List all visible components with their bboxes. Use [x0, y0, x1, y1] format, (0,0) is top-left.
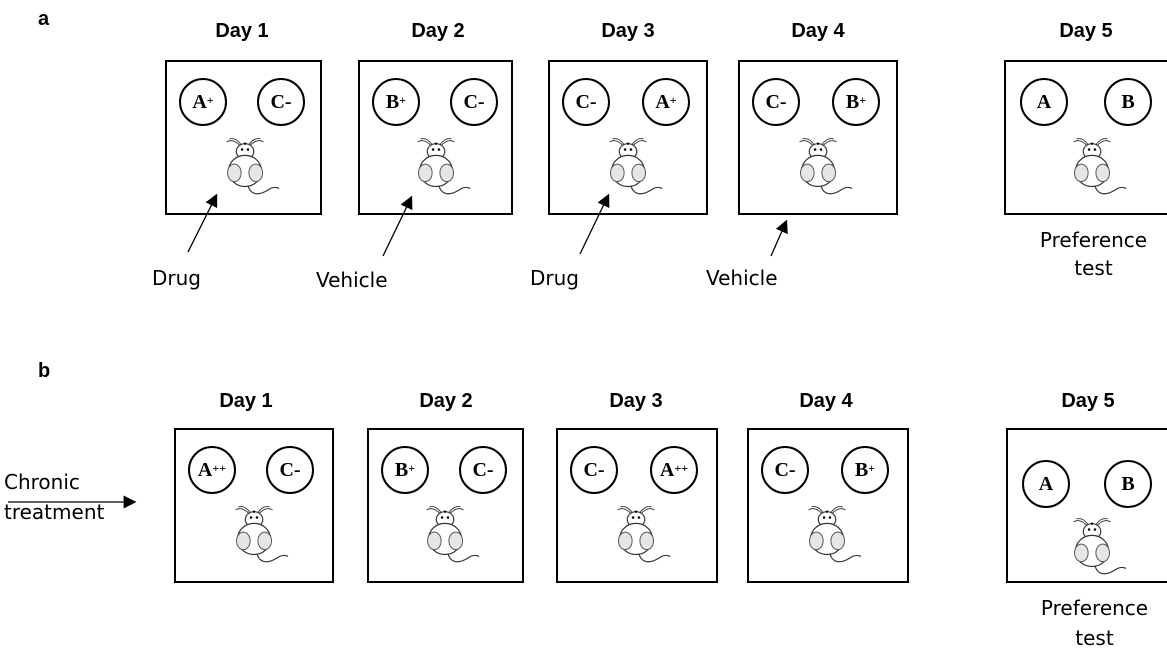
bead-right: B+ [832, 78, 880, 126]
caption-drug-day3: Drug [530, 266, 579, 290]
panel-a-day4-arena: C- B+ [738, 60, 898, 215]
caption-line1: Preference [1040, 596, 1149, 620]
bead-right: C- [459, 446, 507, 494]
bead-left: B+ [381, 446, 429, 494]
panel-b-day3-arena: C- A++ [556, 428, 718, 583]
bead-right: B+ [841, 446, 889, 494]
bead-right: C- [450, 78, 498, 126]
bead-left: A+ [179, 78, 227, 126]
panel-a-day1-arena: A+ C- [165, 60, 322, 215]
bead-left: C- [570, 446, 618, 494]
bead-right: A+ [642, 78, 690, 126]
mouse-icon [234, 505, 289, 563]
bead-left: B+ [372, 78, 420, 126]
panel-a-day2-arena: B+ C- [358, 60, 513, 215]
bead-left: C- [752, 78, 800, 126]
bead-right: B [1104, 78, 1152, 126]
panel-b-day5-title: Day 5 [1061, 390, 1115, 412]
bead-right: C- [266, 446, 314, 494]
arrow-day1 [187, 193, 218, 253]
chronic-line1: Chronic [4, 470, 80, 494]
caption-vehicle-day2: Vehicle [316, 268, 388, 292]
panel-a-day5-title: Day 5 [1059, 20, 1113, 42]
caption-line2: test [1075, 626, 1114, 650]
panel-a-day2-title: Day 2 [411, 20, 465, 42]
panel-b-day1-arena: A++ C- [174, 428, 334, 583]
panel-label-a: a [38, 8, 50, 30]
bead-right: A++ [650, 446, 698, 494]
panel-b-day4-arena: C- B+ [747, 428, 909, 583]
arrow-day2 [382, 195, 413, 257]
caption-drug-day1: Drug [152, 266, 201, 290]
caption-vehicle-day4: Vehicle [706, 266, 778, 290]
panel-b-day2-arena: B+ C- [367, 428, 524, 583]
caption-line1: Preference [1039, 228, 1148, 252]
mouse-icon [425, 505, 480, 563]
panel-a-day5-arena: A B [1004, 60, 1167, 215]
bead-left: A++ [188, 446, 236, 494]
bead-left: C- [761, 446, 809, 494]
bead-left: A [1022, 460, 1070, 508]
panel-b-day1-title: Day 1 [219, 390, 273, 412]
bead-right: B [1104, 460, 1152, 508]
panel-a-day3-title: Day 3 [601, 20, 655, 42]
caption-preference-b: Preference test [1022, 596, 1167, 650]
caption-line2: test [1074, 256, 1113, 280]
bead-left: A [1020, 78, 1068, 126]
panel-b-day3-title: Day 3 [609, 390, 663, 412]
mouse-icon [1072, 517, 1127, 575]
bead-left: C- [562, 78, 610, 126]
panel-b-day2-title: Day 2 [419, 390, 473, 412]
caption-preference-a: Preference test [1020, 228, 1167, 280]
chronic-line2: treatment [4, 500, 105, 524]
arrow-day4 [770, 219, 788, 257]
mouse-icon [807, 505, 862, 563]
panel-b-day4-title: Day 4 [799, 390, 853, 412]
arrow-day3 [579, 193, 610, 255]
chronic-treatment-label: Chronic treatment [4, 470, 104, 524]
panel-label-b: b [38, 360, 51, 382]
panel-a-day4-title: Day 4 [791, 20, 845, 42]
panel-a-day3-arena: C- A+ [548, 60, 708, 215]
bead-right: C- [257, 78, 305, 126]
panel-a-day1-title: Day 1 [215, 20, 269, 42]
mouse-icon [616, 505, 671, 563]
panel-b-day5-arena: A B [1006, 428, 1167, 583]
